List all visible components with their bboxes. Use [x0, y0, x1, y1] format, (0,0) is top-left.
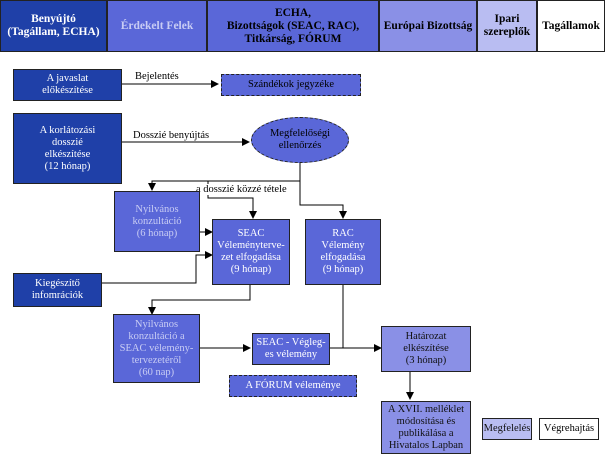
node-rac-opinion: RAC Vélemény elfogadása (9 hónap) [305, 219, 381, 285]
legend-enforcement: Végrehajtás [539, 418, 599, 440]
node-seac-final-opinion: SEAC - Végleg- es vélemény [252, 333, 330, 365]
node-seac-draft-opinion: SEAC Véleményterve- zet elfogadása (9 hó… [212, 219, 290, 285]
edge-label-dossier-publication: a dosszié közzé tétele [196, 184, 287, 195]
legend-compliance: Megfelelés [482, 418, 532, 440]
node-public-consultation: Nyilvános konzultáció (6 hónap) [114, 191, 200, 252]
node-additional-information: Kiegészítő infomrációk [13, 273, 102, 307]
node-intent-register: Szándékok jegyzéke [221, 74, 361, 96]
header-commission: Európai Bizottság [379, 0, 477, 52]
header-submitter: Benyújtó (Tagállam, ECHA) [0, 0, 107, 52]
node-forum-opinion: A FÓRUM véleménye [229, 375, 357, 397]
header-industry: Ipari szereplők [477, 0, 537, 52]
edge-label-notification: Bejelentés [135, 71, 179, 82]
node-decision-preparation: Határozat elkészítése (3 hónap) [381, 326, 471, 372]
node-dossier-preparation: A korlátozási dosszié elkészítése (12 hó… [13, 113, 122, 184]
header-echa: ECHA, Bizottságok (SEAC, RAC), Titkárság… [207, 0, 379, 52]
edge-label-dossier-submission: Dosszié benyújtás [133, 130, 210, 141]
header-stakeholders: Érdekelt Felek [107, 0, 207, 52]
node-compliance-check: Megfelelőségi ellenőrzés [251, 117, 349, 163]
node-proposal-preparation: A javaslat előkészítése [13, 69, 122, 101]
node-public-consultation-seac: Nyilvános konzultáció a SEAC vélemény- t… [113, 314, 200, 383]
node-annex-xvii-amendment: A XVII. melléklet módosítása és publikál… [381, 401, 471, 454]
